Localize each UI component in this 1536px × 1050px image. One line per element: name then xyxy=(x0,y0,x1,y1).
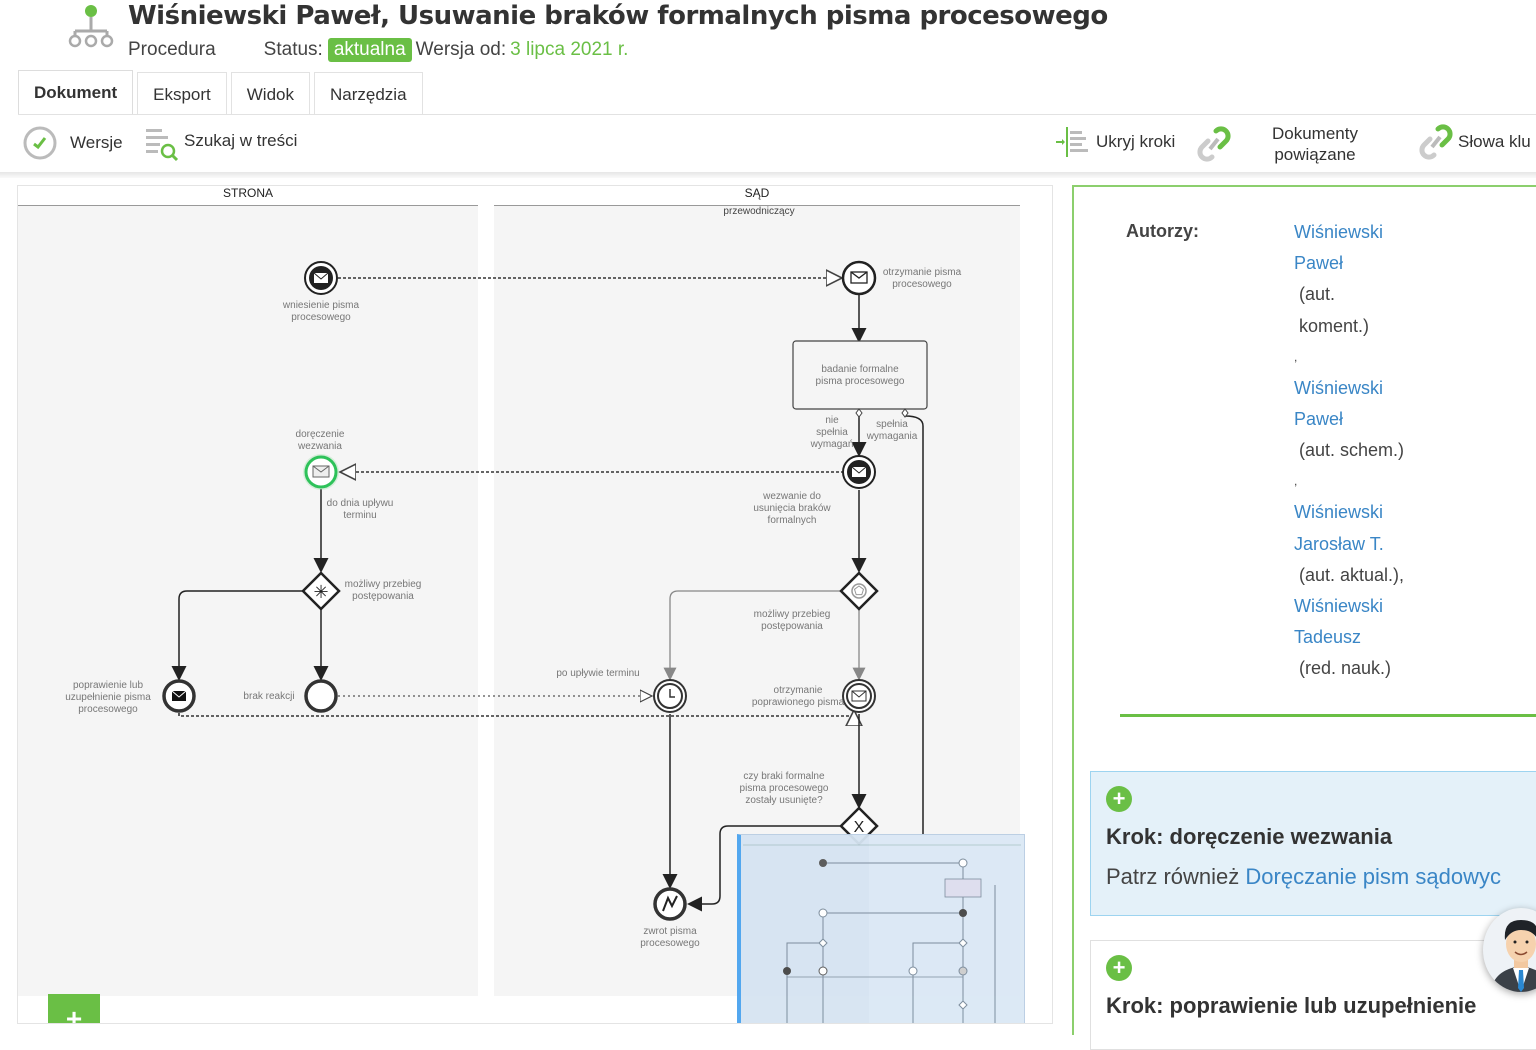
gateway-mozliwy-right[interactable] xyxy=(839,571,879,611)
page-title: Wiśniewski Paweł, Usuwanie braków formal… xyxy=(128,1,1108,31)
gateway-mozliwy-left[interactable]: ✳ xyxy=(301,571,341,611)
versions-button[interactable]: Wersje xyxy=(22,125,123,161)
author-role: (aut. aktual.), xyxy=(1299,564,1405,585)
svg-text:✳: ✳ xyxy=(313,582,328,602)
svg-text:X: X xyxy=(854,819,865,836)
search-content-button[interactable]: Szukaj w treści xyxy=(144,125,297,163)
versions-check-icon xyxy=(23,126,57,160)
section-divider xyxy=(1120,714,1536,717)
hide-steps-icon xyxy=(1056,127,1088,157)
message-flow xyxy=(178,710,854,716)
related-docs-button[interactable]: Dokumenty powiązane xyxy=(1196,123,1358,165)
search-content-label: Szukaj w treści xyxy=(184,131,298,150)
end-event-zwrot[interactable] xyxy=(653,887,687,921)
document-type: Procedura xyxy=(128,39,216,60)
keywords-button[interactable]: Słowa klu xyxy=(1418,123,1531,161)
see-also-label: Patrz również xyxy=(1106,864,1240,889)
procedure-icon xyxy=(68,5,114,48)
expand-plus-icon[interactable]: + xyxy=(1106,955,1132,981)
tab-dokument[interactable]: Dokument xyxy=(18,70,134,114)
related-docs-line2: powiązane xyxy=(1274,145,1356,164)
related-docs-label: Dokumenty powiązane xyxy=(1272,123,1358,165)
ribbon-tabs: Dokument Eksport Widok Narzędzia xyxy=(18,70,427,114)
version-date: 3 lipca 2021 r. xyxy=(510,39,629,60)
message-event-wezwanie[interactable] xyxy=(842,455,876,489)
step-title: Krok: poprawienie lub uzupełnienie xyxy=(1106,993,1477,1018)
message-event-doreczenie[interactable] xyxy=(303,454,339,490)
author-separator: , xyxy=(1294,474,1298,489)
author-role: (red. nauk.) xyxy=(1299,658,1392,679)
authors-label: Autorzy: xyxy=(1126,221,1199,241)
label-po-uplywie: po upływie terminu xyxy=(556,668,640,679)
hide-steps-button[interactable]: Ukryj kroki xyxy=(1054,125,1175,159)
step-title: Krok: doręczenie wezwania xyxy=(1106,824,1393,849)
timer-event-po-uplywie[interactable] xyxy=(653,679,687,713)
assistant-avatar-image xyxy=(1491,920,1536,992)
lane-title-sad: SĄD xyxy=(494,186,1020,206)
bpmn-diagram[interactable]: STRONA SĄD przewodniczący xyxy=(17,185,1053,1024)
status-badge: aktualna xyxy=(327,38,412,62)
search-text-icon xyxy=(146,129,179,162)
message-event-otrzymanie[interactable] xyxy=(841,260,877,296)
message-event-poprawienie[interactable] xyxy=(162,679,196,713)
lane-title-strona: STRONA xyxy=(18,186,478,206)
versions-label: Wersje xyxy=(70,133,123,152)
toolbar: Wersje Szukaj w treści Ukryj kroki xyxy=(0,115,1536,175)
tabs-divider xyxy=(18,114,1536,115)
status-label: Status: xyxy=(263,39,323,60)
author-separator: , xyxy=(1294,349,1298,364)
step-card-doreczenie[interactable]: + Krok: doręczenie wezwania Patrz równie… xyxy=(1090,771,1536,916)
author-role: (aut.koment.) xyxy=(1299,284,1370,336)
add-step-button[interactable]: + xyxy=(48,994,100,1023)
event-brak-reakcji[interactable] xyxy=(304,679,338,713)
document-meta: Procedura Status: aktualna Wersja od: 3 … xyxy=(128,38,628,62)
link-icon xyxy=(1197,126,1231,162)
message-event-otrzymanie-poprawionego[interactable] xyxy=(842,679,876,713)
toolbar-shadow xyxy=(0,172,1536,178)
diagram-minimap[interactable] xyxy=(737,834,1025,1023)
document-header: Wiśniewski Paweł, Usuwanie braków formal… xyxy=(0,0,1536,70)
task-badanie[interactable] xyxy=(792,340,928,418)
start-message-event-wniesienie[interactable] xyxy=(304,261,338,295)
see-also-link[interactable]: Doręczanie pism sądowyc xyxy=(1245,864,1501,889)
keywords-link-icon xyxy=(1419,124,1453,160)
version-label: Wersja od: xyxy=(415,39,507,60)
related-docs-line1: Dokumenty xyxy=(1272,124,1358,143)
step-card-poprawienie[interactable]: + Krok: poprawienie lub uzupełnienie xyxy=(1090,940,1536,1050)
tab-eksport[interactable]: Eksport xyxy=(137,72,227,114)
expand-plus-icon[interactable]: + xyxy=(1106,786,1132,812)
author-role: (aut. schem.) xyxy=(1299,440,1405,461)
assistant-avatar[interactable] xyxy=(1483,908,1536,992)
lane-strona xyxy=(18,206,478,996)
tab-widok[interactable]: Widok xyxy=(230,72,310,114)
tab-narzedzia[interactable]: Narzędzia xyxy=(314,72,423,114)
hide-steps-label: Ukryj kroki xyxy=(1096,132,1176,151)
step-see-also: Patrz również Doręczanie pism sądowyc xyxy=(1106,864,1534,890)
label-brak-reakcji: brak reakcji xyxy=(243,691,295,702)
keywords-label: Słowa klu xyxy=(1458,132,1531,151)
minimap-preview xyxy=(741,835,1023,1023)
lane-subtitle: przewodniczący xyxy=(723,206,795,217)
